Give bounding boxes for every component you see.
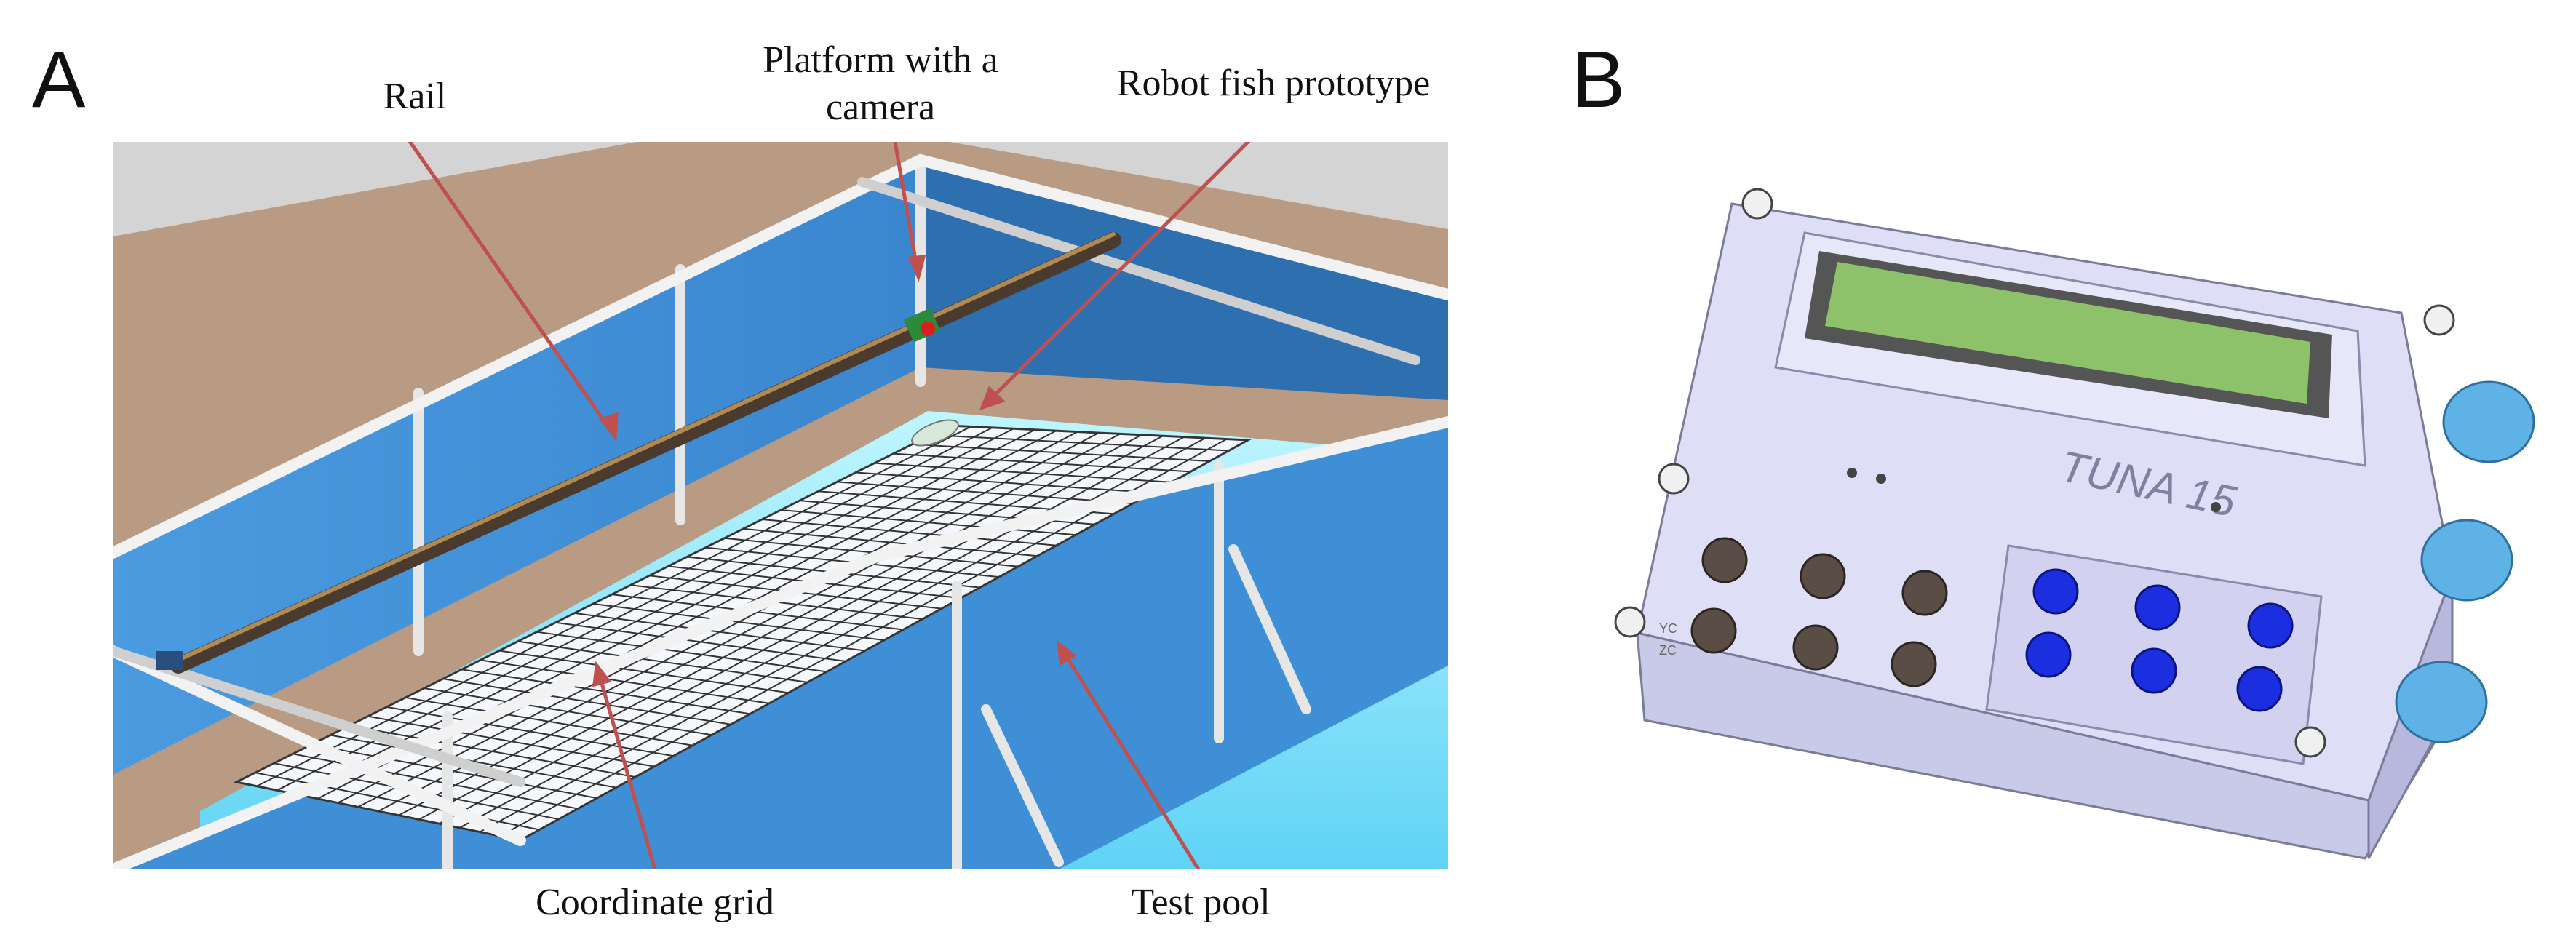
camera-platform xyxy=(903,308,941,343)
blue-button xyxy=(2134,584,2181,631)
panel-letter-b: B xyxy=(1572,35,1626,124)
screw xyxy=(1614,606,1646,638)
pool-back-wall xyxy=(921,160,1448,400)
grid-line xyxy=(398,433,1121,816)
rail xyxy=(170,232,1121,674)
grid-line xyxy=(458,436,1185,829)
brown-button xyxy=(1901,570,1948,616)
axis-triad: YC ZC xyxy=(1659,621,1677,658)
brown-button xyxy=(1701,537,1748,583)
robot-fish xyxy=(911,419,959,447)
label-coordinate-grid: Coordinate grid xyxy=(536,882,774,923)
grid-line xyxy=(297,428,1014,796)
tuna-device-figure: TUNA 15 YC ZC xyxy=(1614,188,2535,860)
label-platform-camera: Platform with a camera xyxy=(763,39,998,128)
knob xyxy=(2395,661,2488,743)
grid-line xyxy=(236,425,950,783)
blue-button xyxy=(2032,568,2079,615)
brown-button xyxy=(1800,553,1846,599)
screw xyxy=(1658,463,1690,495)
grid-line xyxy=(256,426,971,787)
label-robot-fish: Robot fish prototype xyxy=(1116,63,1431,104)
brown-button xyxy=(1891,641,1937,687)
brown-buttons xyxy=(1690,537,1948,687)
lcd-screen xyxy=(1825,262,2310,404)
blue-button xyxy=(2025,631,2072,678)
grid-line xyxy=(277,426,993,792)
test-pool-figure xyxy=(113,142,1448,869)
screw xyxy=(2294,726,2326,758)
screw xyxy=(1741,188,1773,220)
callout-arrows xyxy=(408,142,1251,869)
grid-line xyxy=(337,430,1057,804)
knobs xyxy=(2395,380,2535,743)
pool-rim xyxy=(113,153,1448,869)
grid-line xyxy=(439,435,1164,825)
brown-button xyxy=(1690,607,1737,654)
blue-buttons xyxy=(2025,568,2294,712)
blue-button xyxy=(2131,647,2177,694)
floor-back xyxy=(622,142,1448,229)
blue-button xyxy=(2236,666,2283,712)
screws xyxy=(1614,188,2455,758)
blue-button xyxy=(2247,602,2294,649)
brown-button xyxy=(1792,624,1839,671)
axis-label-yc: YC xyxy=(1659,621,1677,636)
grid-line xyxy=(418,434,1142,821)
screw xyxy=(2423,304,2455,336)
knob xyxy=(2420,519,2513,602)
knob xyxy=(2442,380,2535,463)
grid-line xyxy=(378,432,1100,812)
axis-label-zc: ZC xyxy=(1659,643,1677,658)
grid-line xyxy=(520,439,1249,841)
label-test-pool: Test pool xyxy=(1131,882,1271,923)
pool-left-wall xyxy=(113,160,921,775)
panel-letter-a: A xyxy=(32,35,86,124)
label-rail: Rail xyxy=(383,76,447,117)
